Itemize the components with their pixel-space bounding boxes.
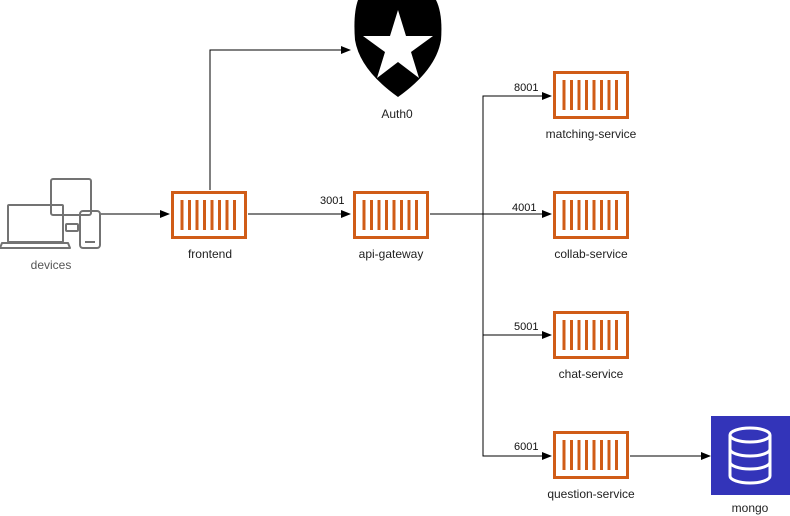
frontend-label: frontend (187, 247, 233, 261)
matching-port-label: 8001 (514, 82, 539, 94)
question-service-container-icon (553, 431, 629, 479)
collab-port-label: 4001 (512, 202, 537, 214)
auth0-label: Auth0 (381, 107, 413, 121)
frontend-container-icon (171, 191, 247, 239)
database-icon (711, 416, 790, 495)
matching-service-container-icon (553, 71, 629, 119)
auth0-logo (354, 0, 442, 97)
edge-gateway-matching (430, 92, 552, 215)
question-port-label: 6001 (514, 441, 539, 453)
api-gateway-label: api-gateway (358, 247, 424, 261)
gateway-port-label: 3001 (320, 195, 345, 207)
devices-icon (0, 178, 101, 249)
api-gateway-container-icon (353, 191, 429, 239)
chat-service-label: chat-service (558, 367, 624, 381)
question-service-label: question-service (547, 487, 635, 501)
mongo-label: mongo (731, 501, 769, 515)
collab-service-container-icon (553, 191, 629, 239)
chat-port-label: 5001 (514, 321, 539, 333)
connectors (100, 46, 711, 460)
matching-service-label: matching-service (545, 127, 637, 141)
edge-gateway-chat (482, 214, 552, 339)
edge-frontend-auth0 (209, 46, 351, 190)
chat-service-container-icon (553, 311, 629, 359)
collab-service-label: collab-service (554, 247, 628, 261)
devices-label: devices (30, 258, 72, 272)
edge-gateway-question (482, 335, 552, 460)
